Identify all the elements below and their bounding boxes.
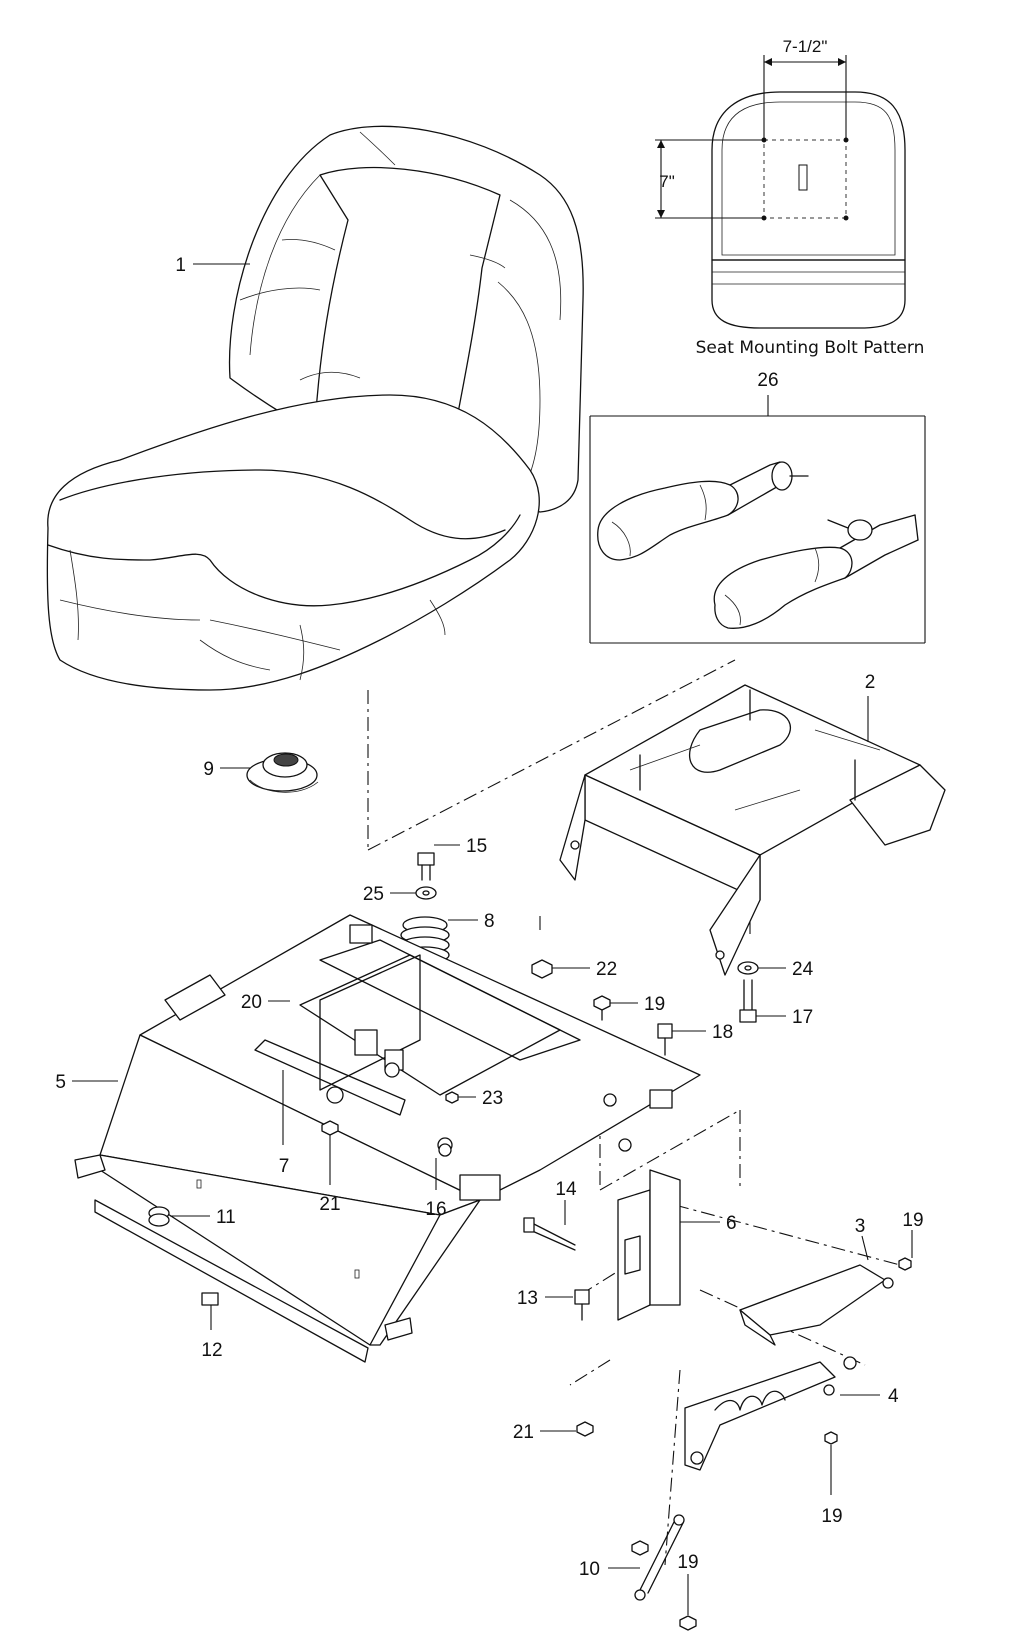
callout-2: 2 [865,672,876,693]
callout-19-bottom: 19 [677,1552,698,1573]
callout-5: 5 [55,1072,66,1093]
callout-25: 25 [363,884,384,905]
callout-9: 9 [203,759,214,780]
callout-4: 4 [888,1386,899,1407]
callout-11: 11 [216,1207,236,1228]
callout-21-bracket: 21 [513,1422,534,1443]
callout-19-top: 19 [644,994,665,1015]
callout-26: 26 [757,370,778,391]
width-dimension: 7-1/2" [783,37,828,56]
bolt-pattern-caption: Seat Mounting Bolt Pattern [696,338,925,358]
callout-19-lower: 19 [821,1506,842,1527]
callout-23: 23 [482,1088,503,1109]
callout-21-frame: 21 [319,1194,340,1215]
armrest-kit-box [589,395,926,644]
callout-7: 7 [279,1156,290,1177]
callout-12: 12 [201,1340,222,1361]
callout-13: 13 [517,1288,538,1309]
callout-8: 8 [484,911,495,932]
bracket-assembly [574,1169,681,1321]
callout-16: 16 [425,1199,446,1220]
callout-6: 6 [726,1213,737,1234]
seat-pan-frame [74,914,701,1437]
callout-17: 17 [792,1007,813,1028]
adjuster-assembly [631,1257,912,1631]
callout-1: 1 [175,255,186,276]
callout-15: 15 [466,836,487,857]
bolt-pattern-view: 7-1/2" 7" Seat Mounting Bolt Pattern [655,37,924,358]
callout-18: 18 [712,1022,733,1043]
callouts: 1 2 3 4 5 6 7 8 9 10 11 12 13 14 15 16 1 [55,255,924,1615]
callout-22: 22 [596,959,617,980]
callout-3: 3 [855,1216,866,1237]
callout-20: 20 [241,992,262,1013]
seat-slide-plate [559,684,946,976]
height-dimension: 7" [659,172,675,191]
seat-assembly [46,125,584,691]
callout-14: 14 [555,1179,577,1200]
callout-19-right: 19 [902,1210,923,1231]
callout-10: 10 [579,1559,600,1580]
callout-24: 24 [792,959,814,980]
